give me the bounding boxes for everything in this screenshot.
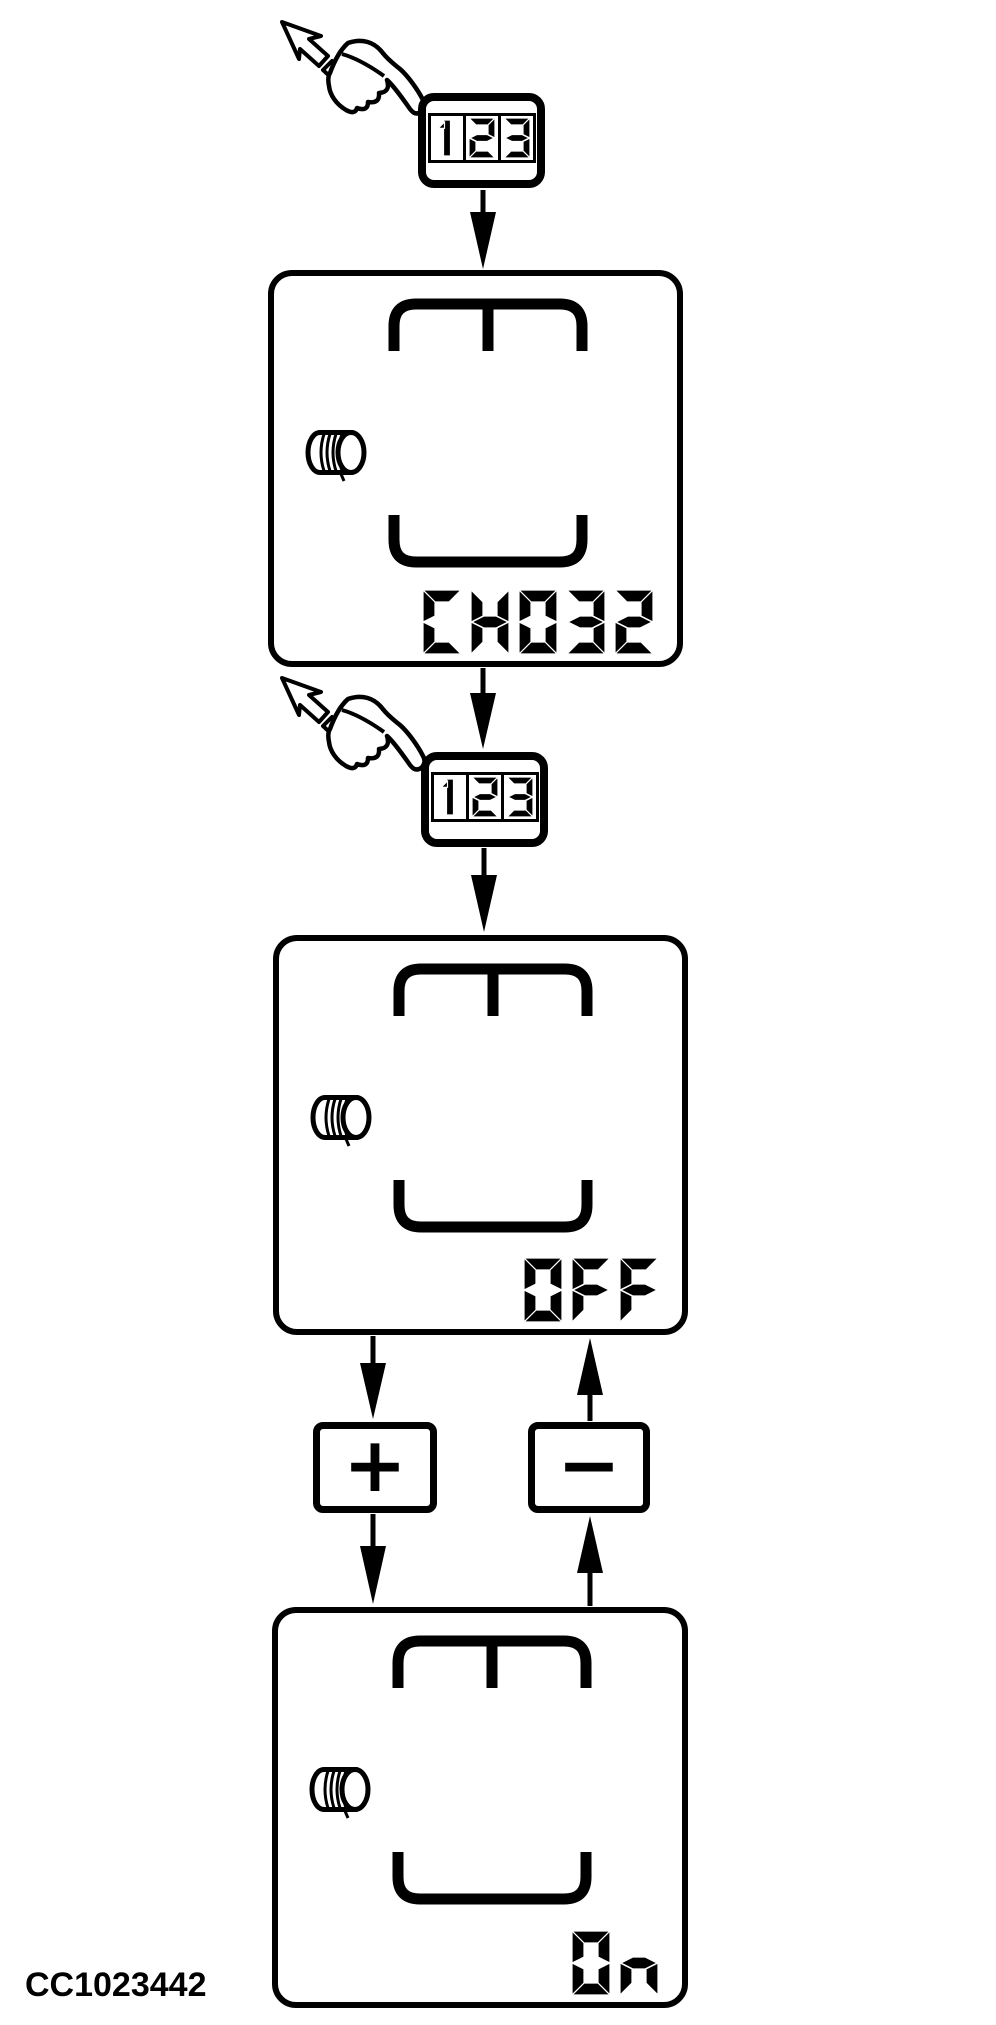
cursor-arrow-icon	[280, 20, 330, 68]
button-digits-123	[427, 113, 536, 168]
bale-chamber-icon	[388, 298, 588, 568]
monitor-display-channel	[268, 270, 683, 667]
channel-select-button-top[interactable]	[418, 93, 545, 188]
twine-roll-icon	[310, 1095, 372, 1147]
bale-chamber-icon	[392, 1635, 592, 1905]
hand-press-icon	[280, 676, 427, 772]
button-digits-123	[430, 772, 539, 827]
channel-select-button-mid[interactable]	[421, 752, 548, 847]
display-readout	[570, 1929, 659, 1997]
increase-button[interactable]: +	[313, 1422, 437, 1513]
arrow-down-icon	[360, 1336, 386, 1419]
hand-outline	[326, 694, 427, 772]
arrow-down-icon	[470, 190, 496, 269]
bale-chamber-icon	[393, 963, 593, 1233]
arrow-up-icon	[577, 1516, 603, 1606]
arrow-down-icon	[470, 668, 496, 749]
display-readout	[421, 588, 655, 656]
arrow-up-icon	[577, 1338, 603, 1421]
twine-roll-icon	[305, 430, 367, 482]
increase-button-label: +	[343, 1419, 407, 1509]
monitor-display-off	[273, 935, 688, 1335]
twine-roll-icon	[309, 1767, 371, 1819]
finger-detail-line	[341, 52, 386, 78]
monitor-display-on	[272, 1607, 688, 2008]
hand-outline	[326, 38, 427, 116]
hand-press-icon	[280, 20, 427, 116]
cursor-arrow-icon	[280, 676, 330, 724]
finger-detail-line	[341, 708, 386, 734]
decrease-button[interactable]: −	[528, 1422, 650, 1513]
display-readout	[522, 1256, 660, 1324]
decrease-button-label: −	[557, 1419, 621, 1509]
arrow-down-icon	[471, 848, 497, 932]
arrow-down-icon	[360, 1514, 386, 1604]
figure-code: CC1023442	[25, 1966, 207, 2004]
